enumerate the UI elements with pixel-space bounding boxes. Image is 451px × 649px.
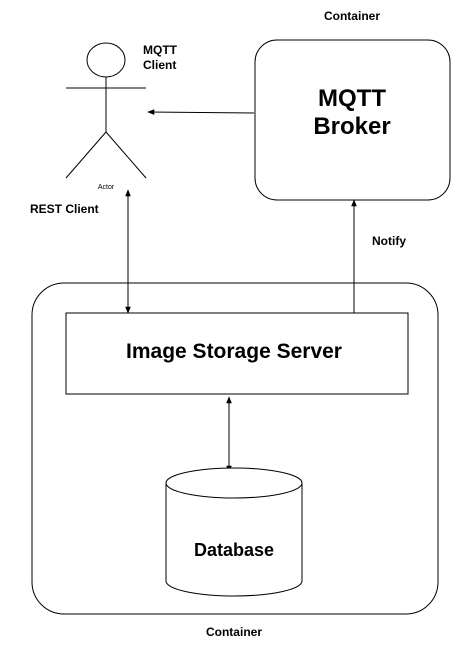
- notify-label: Notify: [372, 234, 406, 248]
- database-top: [165, 467, 303, 499]
- container-label-bottom: Container: [206, 625, 262, 639]
- mqtt-client-label-line1: MQTT: [143, 43, 178, 57]
- mqtt-broker-label-line1: MQTT: [318, 85, 386, 112]
- mqtt-broker-label-line2: Broker: [313, 113, 390, 140]
- image-storage-server-box: [65, 312, 409, 395]
- actor-caption: Actor: [98, 184, 115, 191]
- image-storage-server-label: Image Storage Server: [126, 340, 342, 363]
- database-cylinder: [165, 467, 303, 597]
- broker-to-client-arrow: [147, 109, 255, 115]
- database-body: [165, 483, 303, 597]
- actor-left-leg: [65, 131, 107, 179]
- rest-client-label: REST Client: [30, 202, 99, 216]
- database-label: Database: [194, 540, 274, 560]
- container-label-top: Container: [324, 9, 380, 23]
- mqtt-client-label-line2: Client: [143, 58, 176, 72]
- actor-head: [86, 42, 126, 78]
- actor-figure: [65, 42, 147, 179]
- actor-right-leg: [105, 131, 147, 179]
